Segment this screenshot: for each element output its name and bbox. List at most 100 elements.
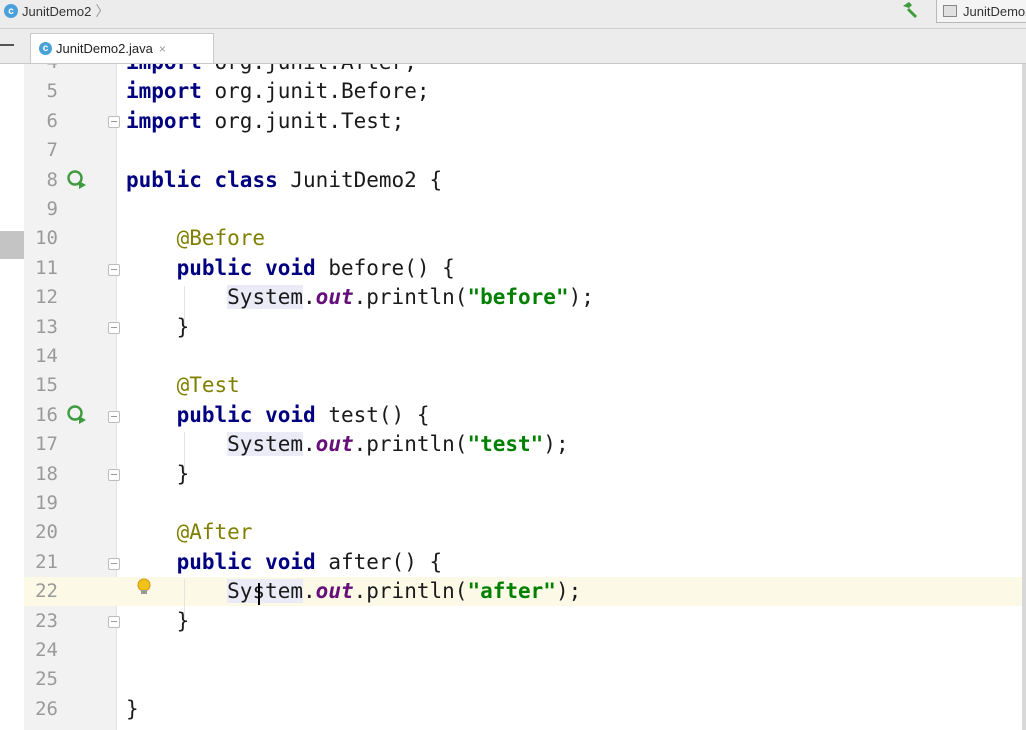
- breadcrumb-class[interactable]: JunitDemo2: [22, 3, 92, 19]
- code-token: [126, 285, 227, 309]
- tab-junitdemo2-java[interactable]: c JunitDemo2.java ×: [30, 33, 214, 63]
- fold-marker[interactable]: [108, 264, 120, 276]
- code-token: [202, 168, 215, 192]
- code-line[interactable]: 26}: [0, 695, 1026, 724]
- code-token: .: [252, 79, 266, 104]
- code-token: test: [328, 402, 379, 427]
- navigation-bar: c JunitDemo2 〉 JunitDemo2: [0, 0, 1026, 29]
- code-token: [126, 373, 177, 397]
- code-token: [252, 256, 265, 280]
- code-text: public void before() {: [126, 254, 455, 283]
- run-config-icon: [943, 5, 957, 17]
- line-number: 26: [35, 697, 58, 720]
- class-reference: System: [227, 432, 304, 457]
- line-number: 15: [35, 374, 58, 397]
- keyword: class: [214, 167, 278, 192]
- code-token: println: [366, 285, 455, 310]
- code-line[interactable]: 11 public void before() {: [0, 254, 1026, 283]
- code-line[interactable]: 24: [0, 636, 1026, 665]
- code-token: println: [366, 579, 455, 604]
- line-number: 22: [35, 580, 58, 603]
- code-token: junit: [265, 79, 329, 104]
- code-token: [278, 168, 291, 192]
- annotation: @Test: [176, 373, 240, 398]
- fold-marker[interactable]: [108, 469, 120, 481]
- close-tab-icon[interactable]: ×: [158, 41, 166, 56]
- code-token: .: [353, 432, 367, 457]
- line-number: 10: [35, 227, 58, 250]
- code-text: @After: [126, 518, 253, 547]
- code-line[interactable]: 19: [0, 489, 1026, 518]
- run-test-class-icon[interactable]: [66, 168, 88, 190]
- fold-marker[interactable]: [108, 558, 120, 570]
- vertical-scrollbar[interactable]: [1022, 64, 1026, 730]
- code-token: .: [328, 64, 341, 74]
- run-test-method-icon[interactable]: [66, 403, 88, 425]
- code-token: org: [214, 79, 253, 104]
- code-token: .: [303, 285, 316, 310]
- code-line[interactable]: 13 }: [0, 313, 1026, 342]
- code-line[interactable]: 16 public void test() {: [0, 401, 1026, 430]
- code-line[interactable]: 17 System.out.println("test");: [0, 430, 1026, 459]
- code-line[interactable]: 10 @Before: [0, 224, 1026, 253]
- class-reference: System: [227, 285, 304, 310]
- code-line[interactable]: 21 public void after() {: [0, 548, 1026, 577]
- run-configuration-selector[interactable]: JunitDemo2: [936, 0, 1026, 23]
- line-number: 24: [35, 639, 58, 661]
- code-token: after: [328, 549, 392, 574]
- code-token: (: [454, 432, 468, 457]
- code-token: .: [328, 108, 341, 133]
- code-line[interactable]: 15 @Test: [0, 371, 1026, 400]
- line-number: 5: [46, 80, 58, 103]
- fold-marker[interactable]: [108, 616, 120, 628]
- code-line[interactable]: 14: [0, 342, 1026, 371]
- code-line[interactable]: 23 }: [0, 607, 1026, 636]
- code-token: [316, 550, 329, 574]
- line-number: 14: [35, 345, 58, 367]
- breadcrumb[interactable]: c JunitDemo2 〉: [4, 0, 109, 22]
- tab-label: JunitDemo2.java: [56, 41, 153, 56]
- code-line[interactable]: 7: [0, 136, 1026, 165]
- code-text: System.out.println("test");: [126, 430, 569, 459]
- fold-marker[interactable]: [108, 411, 120, 423]
- code-token: () {: [378, 402, 430, 427]
- left-margin: [0, 64, 24, 730]
- code-token: Before: [340, 79, 417, 104]
- class-file-icon: c: [39, 42, 52, 55]
- code-token: junit: [265, 64, 328, 74]
- lightbulb-icon[interactable]: [136, 577, 152, 599]
- code-line[interactable]: 25: [0, 665, 1026, 694]
- string-literal: "before": [467, 285, 569, 310]
- code-token: ;: [391, 108, 405, 133]
- hide-panel-icon[interactable]: [0, 44, 14, 46]
- code-token: [202, 79, 215, 103]
- line-number: 16: [35, 403, 58, 426]
- fold-marker[interactable]: [108, 116, 120, 128]
- code-line[interactable]: 18 }: [0, 460, 1026, 489]
- code-token: [126, 520, 177, 544]
- code-text: public void test() {: [126, 401, 430, 430]
- code-token: );: [555, 579, 582, 604]
- text-caret: [258, 583, 260, 605]
- code-line[interactable]: 9: [0, 195, 1026, 224]
- code-text: public void after() {: [126, 548, 443, 577]
- code-text: public class JunitDemo2 {: [126, 166, 442, 195]
- code-token: [252, 550, 265, 574]
- code-line[interactable]: 22 System.out.println("after");: [0, 577, 1026, 606]
- hammer-icon-graphic: [903, 2, 917, 18]
- code-line[interactable]: 4import org.junit.After;: [0, 64, 1026, 77]
- code-token: .: [252, 64, 265, 74]
- code-line[interactable]: 12 System.out.println("before");: [0, 283, 1026, 312]
- code-line[interactable]: 20 @After: [0, 518, 1026, 547]
- static-field: out: [315, 579, 354, 604]
- fold-marker[interactable]: [108, 322, 120, 334]
- class-reference: System: [227, 579, 304, 604]
- code-token: After: [341, 64, 404, 74]
- code-token: }: [126, 461, 190, 486]
- hammer-icon[interactable]: [898, 0, 922, 22]
- code-token: ;: [404, 64, 417, 74]
